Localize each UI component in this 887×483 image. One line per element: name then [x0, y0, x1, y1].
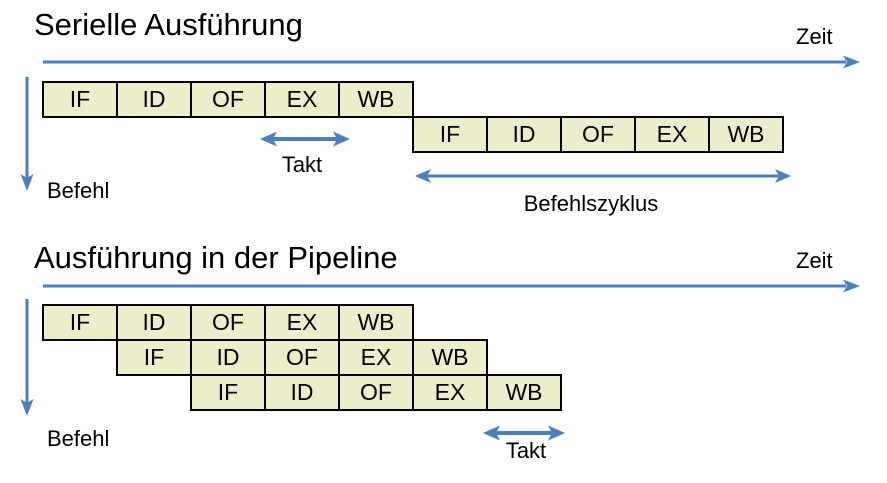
stage-cell: IF — [116, 339, 192, 376]
stage-cell: ID — [486, 116, 562, 153]
stage-cell: WB — [412, 339, 488, 376]
befehlszyklus-span-arrow — [415, 169, 791, 183]
pipeline-instruction-row-2: IF ID OF EX WB — [116, 339, 488, 376]
zeit-axis-arrow-serial — [43, 55, 860, 69]
stage-cell: EX — [338, 339, 414, 376]
stage-cell: OF — [338, 374, 414, 411]
stage-cell: ID — [264, 374, 340, 411]
befehl-axis-arrow-pipeline — [20, 299, 34, 416]
serial-instruction-row-1: IF ID OF EX WB — [42, 81, 414, 118]
serial-instruction-row-2: IF ID OF EX WB — [412, 116, 784, 153]
takt-span-arrow-pipeline — [483, 425, 565, 441]
befehl-label-pipeline: Befehl — [47, 426, 110, 451]
befehlszyklus-label: Befehlszyklus — [523, 191, 659, 216]
stage-cell: IF — [42, 81, 118, 118]
stage-cell: WB — [338, 81, 414, 118]
stage-cell: EX — [264, 81, 340, 118]
stage-cell: ID — [190, 339, 266, 376]
zeit-label-serial: Zeit — [796, 24, 833, 49]
stage-cell: OF — [560, 116, 636, 153]
stage-cell: OF — [190, 81, 266, 118]
stage-cell: WB — [708, 116, 784, 153]
stage-cell: ID — [116, 81, 192, 118]
stage-cell: OF — [264, 339, 340, 376]
stage-cell: EX — [634, 116, 710, 153]
befehl-label-serial: Befehl — [47, 178, 110, 203]
takt-span-arrow-serial — [260, 131, 350, 147]
zeit-axis-arrow-pipeline — [43, 279, 860, 293]
zeit-label-pipeline: Zeit — [796, 248, 833, 273]
section-pipeline-title: Ausführung in der Pipeline — [34, 240, 398, 275]
stage-cell: IF — [412, 116, 488, 153]
takt-label-serial: Takt — [281, 152, 323, 177]
pipeline-instruction-row-1: IF ID OF EX WB — [42, 304, 414, 341]
stage-cell: EX — [264, 304, 340, 341]
stage-cell: WB — [338, 304, 414, 341]
pipeline-instruction-row-3: IF ID OF EX WB — [190, 374, 562, 411]
stage-cell: IF — [190, 374, 266, 411]
stage-cell: ID — [116, 304, 192, 341]
stage-cell: OF — [190, 304, 266, 341]
section-serial-title: Serielle Ausführung — [34, 7, 303, 42]
stage-cell: IF — [42, 304, 118, 341]
takt-label-pipeline: Takt — [505, 438, 547, 463]
befehl-axis-arrow-serial — [20, 77, 34, 191]
stage-cell: EX — [412, 374, 488, 411]
stage-cell: WB — [486, 374, 562, 411]
